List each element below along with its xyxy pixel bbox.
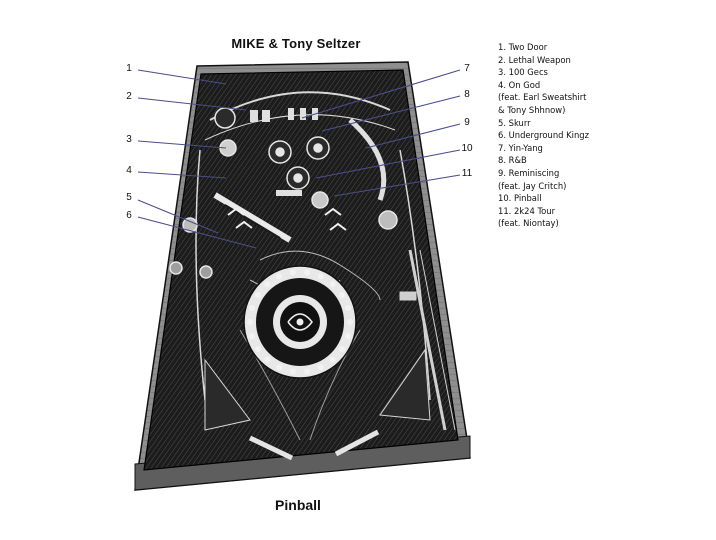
medallion-dot	[317, 273, 324, 280]
track-line: 4. On God	[498, 79, 541, 90]
track-line: 11. 2k24 Tour	[498, 205, 556, 216]
medallion-dot	[329, 281, 336, 288]
medallion-dot	[276, 273, 283, 280]
callout-6: 6	[126, 210, 132, 221]
album-title: MIKE & Tony Seltzer	[231, 36, 361, 51]
medallion-dot	[345, 333, 351, 340]
callout-1: 1	[126, 63, 132, 74]
center-medallion	[243, 265, 357, 379]
medallion-dot	[329, 356, 336, 363]
callout-4: 4	[126, 165, 132, 176]
medallion-dot	[249, 333, 255, 340]
callout-3: 3	[126, 134, 132, 145]
medallion-dot	[264, 281, 271, 288]
track-line: (feat. Jay Critch)	[498, 180, 567, 191]
medallion-dot	[289, 269, 296, 276]
track-line: & Tony Shhnow)	[498, 104, 566, 115]
callout-7: 7	[464, 63, 470, 74]
medallion-dot	[289, 368, 296, 375]
callout-5: 5	[126, 192, 132, 203]
medallion-dot	[254, 346, 261, 352]
album-subtitle: Pinball	[275, 497, 321, 513]
track-line: 6. Underground Kingz	[498, 130, 589, 141]
medallion-dot	[317, 364, 324, 371]
callout-11: 11	[461, 168, 473, 179]
medallion-dot	[345, 304, 351, 311]
track-line: 3. 100 Gecs	[498, 67, 548, 78]
medallion-dot	[254, 292, 261, 298]
medallion-dot	[264, 356, 271, 363]
medallion-dot	[339, 292, 346, 298]
callout-2: 2	[126, 91, 132, 102]
medallion-dot	[247, 319, 253, 325]
plunger-lane	[399, 249, 456, 431]
track-line: 9. Reminiscing	[498, 167, 560, 178]
pop-bumpers	[169, 107, 398, 279]
track-line: 7. Yin-Yang	[498, 142, 543, 153]
callout-lines	[137, 69, 461, 249]
track-line: (feat. Earl Sweatshirt	[498, 92, 587, 103]
medallion-dot	[304, 269, 311, 276]
medallion-dot	[339, 346, 346, 352]
track-line: (feat. Niontay)	[498, 218, 559, 229]
track-line: 1. Two Door	[498, 42, 548, 52]
track-line: 2. Lethal Weapon	[498, 54, 571, 65]
medallion-dot	[276, 364, 283, 371]
callout-10: 10	[461, 143, 473, 154]
tracklist: 1. Two Door 2. Lethal Weapon 3. 100 Gecs…	[498, 41, 589, 230]
medallion-dot	[304, 368, 311, 375]
medallion-dot	[347, 319, 353, 325]
medallion-dots	[247, 269, 353, 375]
callout-8: 8	[464, 89, 470, 100]
track-line: 5. Skurr	[498, 117, 531, 128]
track-line: 10. Pinball	[498, 193, 542, 204]
medallion-dot	[249, 304, 255, 311]
track-line: 8. R&B	[498, 155, 527, 166]
playfield	[195, 91, 431, 461]
callout-9: 9	[464, 117, 470, 128]
